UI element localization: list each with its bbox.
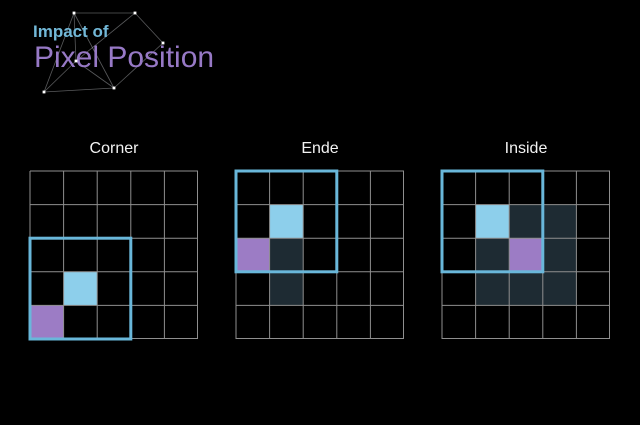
grid-block-ende: Ende: [234, 139, 404, 339]
focus-box: [28, 236, 133, 341]
purple-pixel-cell: [30, 305, 64, 339]
slide-header: Impact of Pixel Position: [33, 22, 214, 74]
shadow-cell: [509, 271, 543, 306]
shadow-cell: [542, 204, 577, 239]
network-edges-graphic: [43, 12, 164, 93]
network-edge: [75, 60, 115, 89]
network-node: [112, 86, 116, 90]
pixel-grid: [440, 169, 610, 339]
shadow-cell: [542, 271, 577, 306]
network-node: [74, 59, 78, 63]
purple-pixel-cell: [509, 238, 543, 272]
shadow-cell: [475, 238, 510, 272]
grid-title: Ende: [301, 140, 339, 157]
network-edge: [75, 12, 136, 62]
network-edge: [43, 12, 75, 93]
blue-pixel-cell: [269, 204, 304, 239]
network-edge: [73, 12, 77, 62]
grid-title: Inside: [504, 140, 548, 157]
shadow-cell: [269, 271, 304, 306]
network-edge: [73, 12, 115, 89]
network-edge: [113, 42, 164, 89]
grid-block-corner: Corner: [28, 139, 198, 341]
shadow-cell: [542, 238, 577, 272]
network-edge: [43, 60, 77, 93]
shadow-cell: [475, 271, 510, 306]
focus-box: [440, 169, 545, 274]
network-node: [133, 11, 137, 15]
focus-box: [234, 169, 339, 274]
slide-title: Pixel Position: [34, 41, 215, 74]
blue-pixel-cell: [475, 204, 510, 239]
grid-block-inside: Inside: [440, 139, 610, 339]
pixel-grid: [28, 170, 198, 341]
purple-pixel-cell: [236, 238, 270, 272]
slide-kicker: Impact of: [33, 22, 109, 41]
blue-pixel-cell: [63, 271, 98, 306]
network-node: [72, 11, 76, 15]
network-node: [161, 41, 165, 45]
network-edge: [43, 87, 115, 93]
network-edge: [134, 12, 164, 44]
shadow-cell: [509, 204, 543, 239]
pixel-grid: [234, 169, 404, 339]
network-nodes-graphic: [42, 11, 165, 94]
network-node: [42, 90, 46, 94]
grid-title: Corner: [89, 140, 139, 157]
shadow-cell: [269, 238, 304, 272]
